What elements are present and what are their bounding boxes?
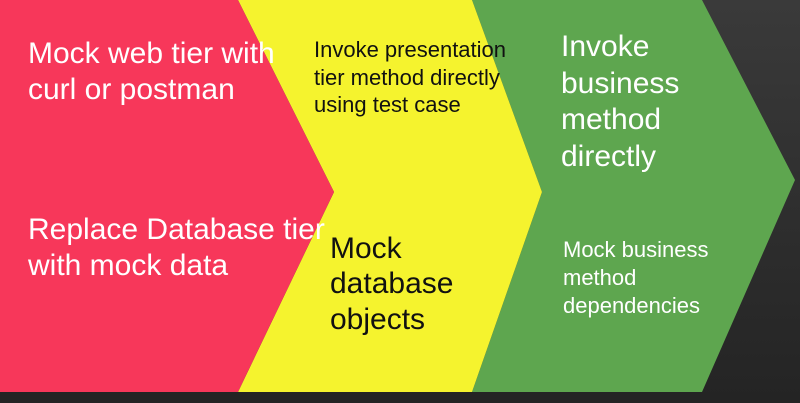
stage-yellow-top-text: Invoke presentation tier method directly… [314, 37, 507, 117]
stage-yellow-bottom-text: Mock database objects [330, 232, 454, 336]
stage-green-top-text: Invoke business method directly [561, 30, 680, 173]
stage-yellow-chevron [238, 0, 542, 392]
stage-red-top-text: Mock web tier with curl or postman [28, 37, 275, 106]
stage-green-chevron [472, 0, 795, 392]
stage-green-bottom-text: Mock business method dependencies [563, 237, 709, 319]
stage-red-bottom-text: Replace Database tier with mock data [28, 213, 325, 282]
stage-red-chevron [0, 0, 334, 392]
